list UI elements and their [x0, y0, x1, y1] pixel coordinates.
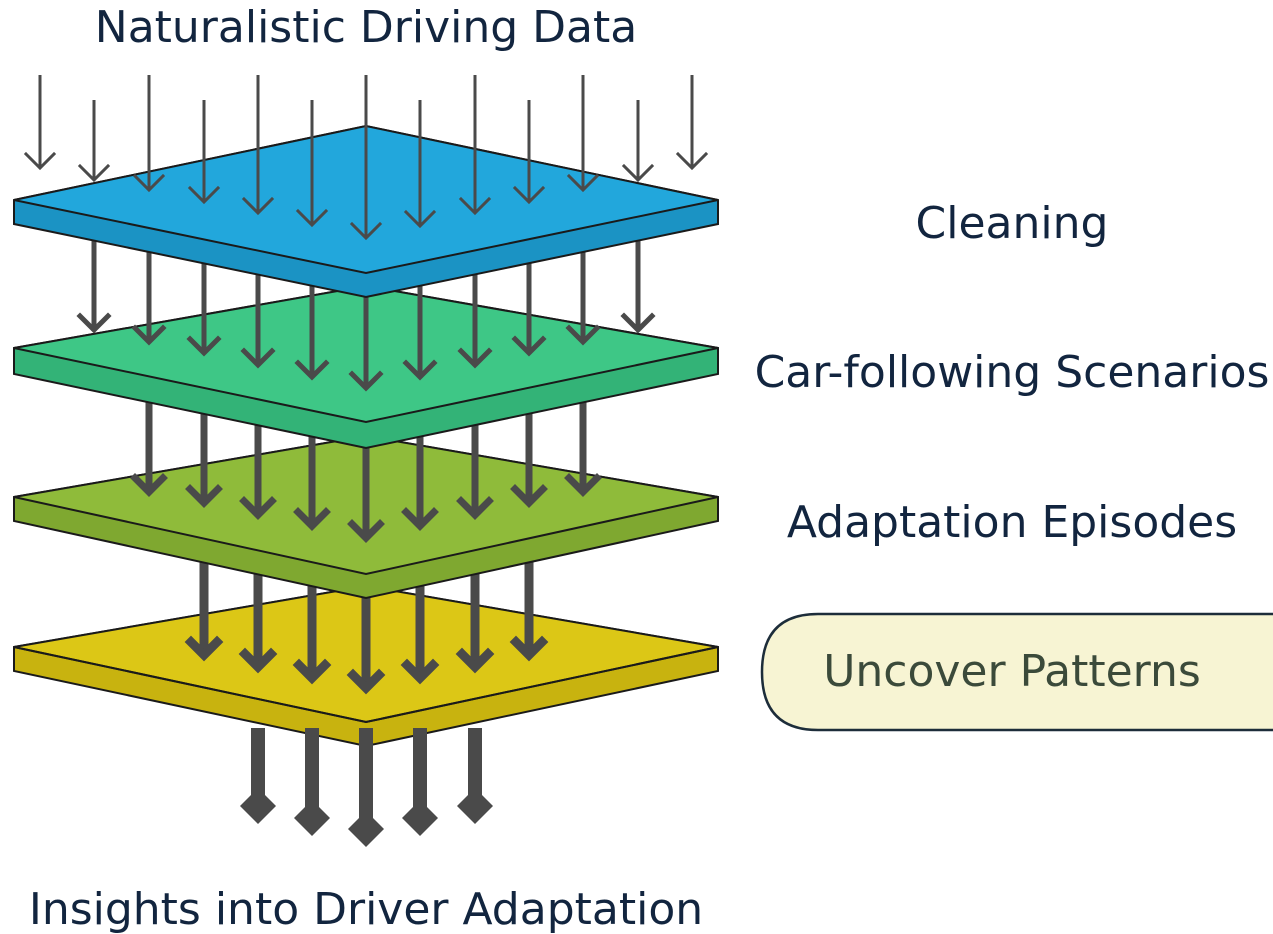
arrow-head	[130, 473, 168, 497]
arrow-head	[348, 811, 384, 847]
arrow-head	[240, 347, 276, 369]
stage-label-car-following: Car-following Scenarios	[755, 347, 1270, 398]
arrow-head	[132, 173, 166, 193]
arrow-head	[239, 496, 277, 520]
arrow-head	[295, 208, 329, 228]
arrows-over-cleaning	[23, 75, 709, 241]
arrow-head	[510, 484, 548, 508]
uncover-patterns-box: Uncover Patterns	[760, 612, 1273, 732]
arrow-head	[186, 335, 222, 357]
arrow-head	[349, 221, 383, 241]
arrow-head	[457, 788, 493, 824]
arrow-head	[241, 196, 275, 216]
stage-label-adaptation-episodes: Adaptation Episodes	[787, 497, 1237, 548]
arrow-head	[403, 209, 437, 229]
arrow-head	[294, 359, 330, 381]
arrow-head	[294, 800, 330, 836]
arrow-head	[184, 635, 224, 662]
arrow-head	[347, 519, 385, 543]
stage-label-cleaning: Cleaning	[916, 198, 1109, 249]
arrow-head	[293, 507, 331, 531]
arrow-head	[620, 312, 656, 334]
title-label: Naturalistic Driving Data	[95, 2, 637, 53]
arrow-head	[512, 185, 546, 205]
arrow-head	[77, 163, 111, 183]
arrow-head	[675, 151, 709, 171]
arrow-head	[23, 151, 57, 171]
arrow-head	[187, 185, 221, 205]
arrow-head	[458, 196, 492, 216]
arrow-head	[292, 658, 332, 685]
arrow-head	[621, 163, 655, 183]
arrow-head	[76, 312, 112, 334]
arrow-head	[185, 484, 223, 508]
arrow-head	[566, 173, 600, 193]
arrow-head	[238, 647, 278, 674]
arrow-head	[400, 658, 440, 685]
arrow-head	[402, 359, 438, 381]
arrow-head	[565, 324, 601, 346]
arrow-head	[402, 800, 438, 836]
arrow-head	[401, 507, 439, 531]
arrow-head	[240, 788, 276, 824]
arrow-head	[348, 370, 384, 392]
arrow-head	[511, 335, 547, 357]
arrow-head	[346, 668, 386, 695]
arrow-head	[455, 647, 495, 674]
arrow-head	[509, 635, 549, 662]
output-label: Insights into Driver Adaptation	[29, 884, 703, 934]
arrow-head	[456, 496, 494, 520]
arrow-head	[564, 473, 602, 497]
arrow-head	[131, 324, 167, 346]
arrow-head	[457, 347, 493, 369]
output-arrows	[240, 728, 493, 847]
stage-label-uncover-patterns: Uncover Patterns	[823, 646, 1201, 697]
